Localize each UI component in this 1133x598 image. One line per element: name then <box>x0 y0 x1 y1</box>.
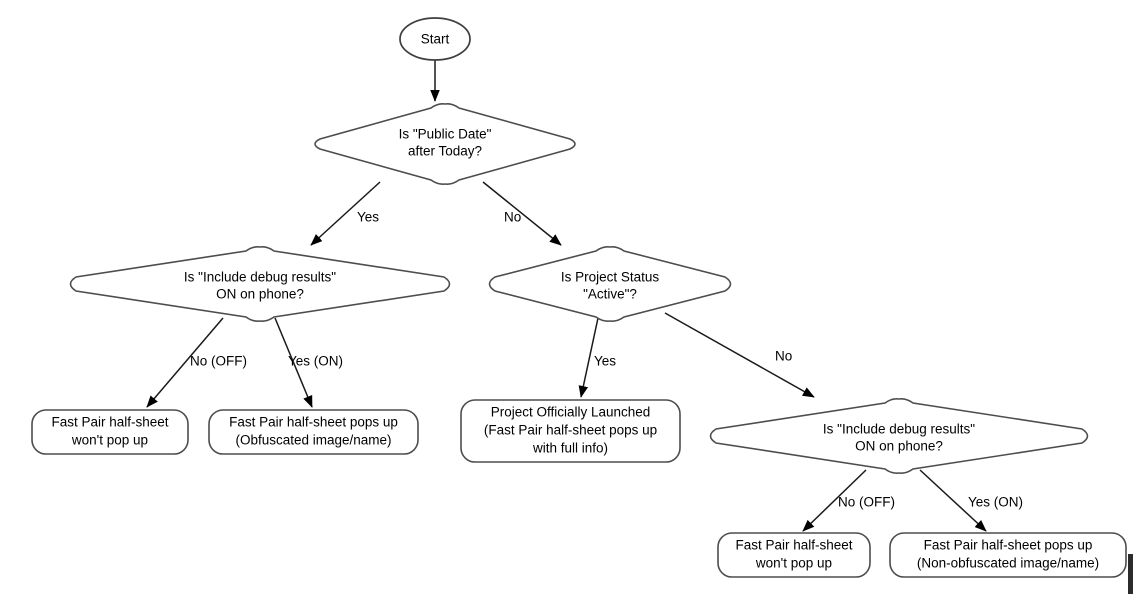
node-public-date-decision[interactable]: Is "Public Date" after Today? <box>314 103 576 185</box>
page-edge-artifact <box>1128 554 1133 594</box>
public-date-diamond[interactable] <box>314 103 576 185</box>
result-right-off-line2: won't pop up <box>755 556 832 571</box>
start-ellipse[interactable] <box>399 17 471 61</box>
edge-label-public-date-yes: Yes <box>357 210 379 225</box>
edge-label-public-date-no: No <box>504 210 521 225</box>
public-date-line2: after Today? <box>408 144 482 159</box>
debug-left-line2: ON on phone? <box>216 287 304 302</box>
project-status-diamond[interactable] <box>488 246 732 322</box>
node-debug-left-decision[interactable]: Is "Include debug results" ON on phone? <box>69 246 451 322</box>
result-right-on-box[interactable] <box>889 532 1127 578</box>
debug-right-diamond[interactable] <box>709 398 1089 474</box>
result-right-on-line1: Fast Pair half-sheet pops up <box>924 538 1093 553</box>
debug-left-diamond[interactable] <box>69 246 451 322</box>
edge-debug-left-on <box>274 317 313 408</box>
node-result-left-on[interactable]: Fast Pair half-sheet pops up (Obfuscated… <box>208 409 419 455</box>
edge-project-status-yes <box>578 317 599 398</box>
result-right-off-box[interactable] <box>717 532 871 578</box>
node-result-right-on[interactable]: Fast Pair half-sheet pops up (Non-obfusc… <box>889 532 1127 578</box>
edge-label-project-status-no: No <box>775 349 792 364</box>
edge-debug-right-off <box>802 469 867 532</box>
result-left-on-line2: (Obfuscated image/name) <box>235 433 391 448</box>
edge-project-status-no <box>664 312 815 398</box>
node-start[interactable]: Start <box>399 17 471 61</box>
result-left-on-line1: Fast Pair half-sheet pops up <box>229 415 398 430</box>
project-status-line1: Is Project Status <box>561 270 660 285</box>
result-left-off-line1: Fast Pair half-sheet <box>51 415 168 430</box>
public-date-line1: Is "Public Date" <box>399 127 492 142</box>
result-launched-line1: Project Officially Launched <box>491 405 651 420</box>
edge-label-debug-left-off: No (OFF) <box>190 354 247 369</box>
edge-public-date-no <box>482 181 562 246</box>
node-result-launched[interactable]: Project Officially Launched (Fast Pair h… <box>460 399 681 463</box>
debug-left-line1: Is "Include debug results" <box>184 270 336 285</box>
result-left-off-box[interactable] <box>31 409 189 455</box>
edge-labels-layer: Yes No No (OFF) Yes (ON) Yes No No (OFF)… <box>190 210 1023 510</box>
node-result-right-off[interactable]: Fast Pair half-sheet won't pop up <box>717 532 871 578</box>
edge-debug-left-off <box>146 317 224 408</box>
result-left-on-box[interactable] <box>208 409 419 455</box>
result-launched-line3: with full info) <box>532 441 608 456</box>
node-debug-right-decision[interactable]: Is "Include debug results" ON on phone? <box>709 398 1089 474</box>
result-right-off-line1: Fast Pair half-sheet <box>735 538 852 553</box>
edge-label-debug-right-on: Yes (ON) <box>968 495 1023 510</box>
edges-layer <box>146 60 987 532</box>
project-status-line2: "Active"? <box>583 287 637 302</box>
result-launched-line2: (Fast Pair half-sheet pops up <box>484 423 657 438</box>
edge-debug-right-on <box>919 469 987 532</box>
result-launched-box[interactable] <box>460 399 681 463</box>
result-left-off-line2: won't pop up <box>71 433 148 448</box>
edge-public-date-yes <box>310 181 381 246</box>
debug-right-line1: Is "Include debug results" <box>823 422 975 437</box>
edge-label-debug-right-off: No (OFF) <box>838 495 895 510</box>
node-result-left-off[interactable]: Fast Pair half-sheet won't pop up <box>31 409 189 455</box>
start-label: Start <box>421 32 450 47</box>
result-right-on-line2: (Non-obfuscated image/name) <box>917 556 1099 571</box>
edge-label-debug-left-on: Yes (ON) <box>288 354 343 369</box>
debug-right-line2: ON on phone? <box>855 439 943 454</box>
node-project-status-decision[interactable]: Is Project Status "Active"? <box>488 246 732 322</box>
edge-label-project-status-yes: Yes <box>594 354 616 369</box>
